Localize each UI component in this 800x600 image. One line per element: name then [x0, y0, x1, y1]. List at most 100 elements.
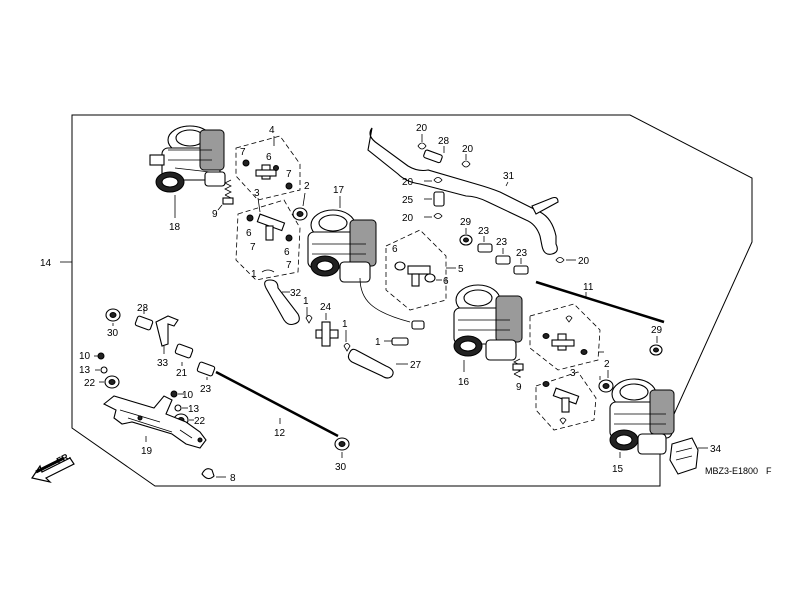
- callout-16: 16: [458, 377, 470, 388]
- fitting-tee-kit5: [407, 265, 431, 287]
- callout-13b: 13: [188, 404, 200, 415]
- tube-25: [433, 191, 445, 207]
- callout-19: 19: [141, 446, 153, 457]
- callout-15: 15: [612, 464, 624, 475]
- callout-24: 24: [320, 302, 332, 313]
- callout-1a: 1: [251, 269, 257, 280]
- callout-28: 28: [438, 136, 450, 147]
- carburetor-18: [149, 125, 226, 193]
- fitting-tee-right-lower: [552, 387, 580, 413]
- callout-20b: 20: [462, 144, 474, 155]
- pin-23-b: [495, 255, 511, 265]
- cap-29-upper: [459, 234, 473, 246]
- spring-9-left: [222, 179, 234, 205]
- shaft-12: [215, 370, 339, 438]
- link-plate-19: [102, 395, 207, 449]
- callout-12: 12: [274, 428, 286, 439]
- callout-22a: 22: [84, 378, 96, 389]
- shaft-11: [535, 280, 665, 324]
- callout-34: 34: [710, 444, 722, 455]
- callout-20c: 20: [402, 177, 414, 188]
- callout-3a: 3: [254, 188, 260, 199]
- carburetor-17: [307, 209, 411, 323]
- callout-6a: 6: [266, 152, 272, 163]
- washer-13-upper: [100, 366, 108, 374]
- screw-10-lower: [170, 390, 178, 398]
- callout-1c: 1: [342, 319, 348, 330]
- callout-4a: 4: [269, 125, 275, 136]
- callout-18: 18: [169, 222, 181, 233]
- callout-29a: 29: [460, 217, 472, 228]
- pin-23-c: [513, 265, 529, 275]
- callout-23e: 23: [200, 384, 212, 395]
- callout-32: 32: [290, 288, 302, 299]
- screw-10-upper: [97, 352, 105, 360]
- hose-31: [367, 127, 558, 255]
- callout-23c: 23: [516, 248, 528, 259]
- washer-13-lower: [174, 404, 182, 412]
- callout-3b: 3: [570, 368, 576, 379]
- callout-22b: 22: [194, 416, 206, 427]
- callout-2b: 2: [604, 359, 610, 370]
- callout-2a: 2: [304, 181, 310, 192]
- callout-20a: 20: [416, 123, 428, 134]
- callout-31: 31: [503, 171, 515, 182]
- cover-34: [669, 437, 699, 475]
- bushing-2-upper: [292, 207, 308, 221]
- callout-9a: 9: [212, 209, 218, 220]
- hose-27: [347, 348, 394, 379]
- callout-14: 14: [40, 258, 52, 269]
- pin-23-left: [134, 315, 154, 331]
- callout-30a: 30: [107, 328, 119, 339]
- pin-23-mid: [196, 361, 216, 377]
- carburetor-15: [609, 378, 675, 455]
- callout-6e: 6: [443, 276, 449, 287]
- callout-20e: 20: [578, 256, 590, 267]
- callout-23a: 23: [478, 226, 490, 237]
- nut-22-upper: [104, 375, 120, 389]
- fitting-tee-lower: [256, 213, 286, 241]
- callout-7a: 7: [240, 147, 246, 158]
- fitting-tee-right-upper: [551, 333, 575, 351]
- callout-27: 27: [410, 360, 422, 371]
- callout-1d: 1: [375, 337, 381, 348]
- bushing-2-lower: [598, 379, 614, 393]
- carburetor-16: [453, 284, 523, 361]
- nut-30-left: [105, 308, 121, 322]
- callout-5: 5: [458, 264, 464, 275]
- callout-7d: 7: [286, 260, 292, 271]
- spring-9-right: [512, 358, 524, 378]
- callout-1b: 1: [303, 296, 309, 307]
- callout-6b: 6: [246, 228, 252, 239]
- callout-6c: 6: [284, 247, 290, 258]
- callout-8: 8: [230, 473, 236, 484]
- callout-25: 25: [402, 195, 414, 206]
- callout-11: 11: [583, 282, 594, 293]
- callout-33: 33: [157, 358, 169, 369]
- callout-21: 21: [176, 368, 188, 379]
- nut-30-lower: [334, 437, 350, 451]
- callout-17: 17: [333, 185, 345, 196]
- fitting-tee-upper: [255, 164, 277, 180]
- tube-28: [423, 149, 443, 164]
- connector-tube: [391, 320, 425, 346]
- callout-23d: 23: [137, 303, 149, 314]
- callout-7b: 7: [286, 169, 292, 180]
- hose-32: [264, 279, 300, 326]
- callout-13a: 13: [79, 365, 91, 376]
- pin-23-a: [477, 243, 493, 253]
- bracket-33: [155, 315, 179, 347]
- callout-29b: 29: [651, 325, 663, 336]
- sleeve-21: [174, 343, 194, 359]
- callout-6d: 6: [392, 244, 398, 255]
- tee-fitting-24: [315, 321, 339, 347]
- callout-7c: 7: [250, 242, 256, 253]
- callout-10b: 10: [182, 390, 194, 401]
- drawing-code: MBZ3-E1800: [705, 466, 758, 476]
- clip-20-top: [417, 142, 427, 150]
- callout-20d: 20: [402, 213, 414, 224]
- callout-23b: 23: [496, 237, 508, 248]
- callout-30b: 30: [335, 462, 347, 473]
- drawing-code-suffix: F: [766, 466, 772, 476]
